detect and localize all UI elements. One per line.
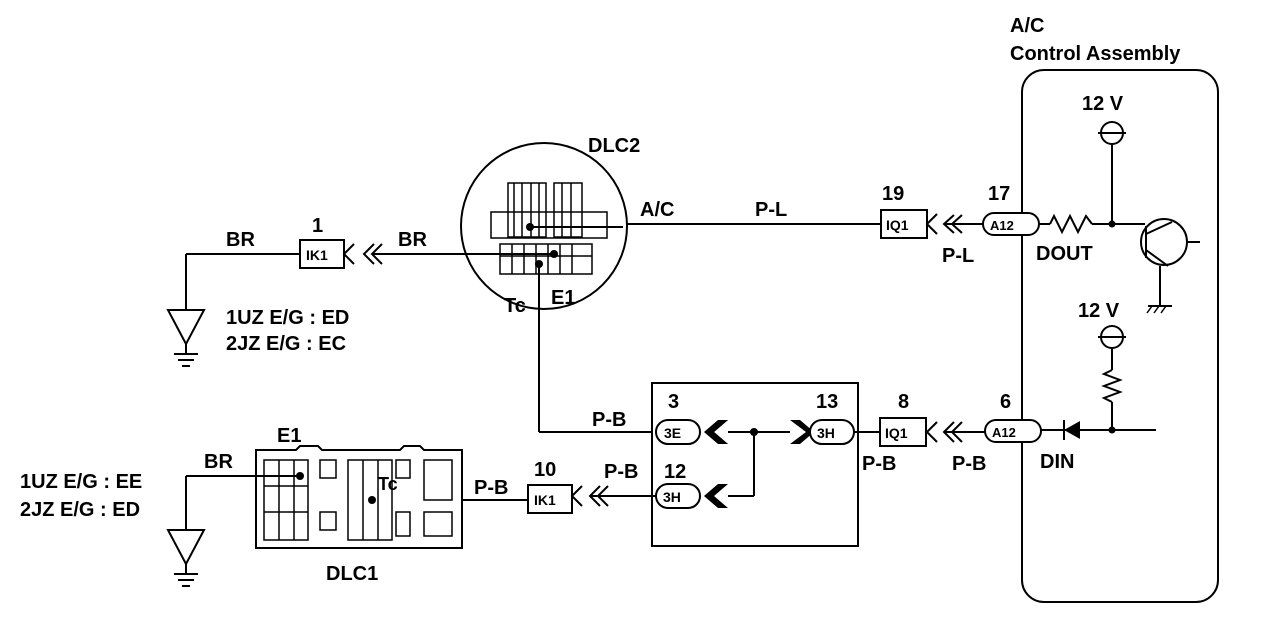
ground-bottom-line2: 2JZ E/G : ED (20, 499, 140, 521)
a12-top-pin: 17 (988, 183, 1010, 205)
assembly-title-2: Control Assembly (1010, 43, 1181, 65)
dlc1-e1-pin: E1 (277, 425, 301, 447)
connector-iq1-top: 19 IQ1 (880, 183, 928, 239)
a12-bottom-pin: 6 (1000, 391, 1011, 413)
connector-a12-top: 17 A12 (982, 183, 1040, 236)
wire-br-label-3: BR (204, 451, 233, 473)
assembly-title-1: A/C (1010, 15, 1044, 37)
ground-bottom-line1: 1UZ E/G : EE (20, 471, 142, 493)
dlc2-name: DLC2 (588, 135, 640, 157)
junction-pin-3: 3 (668, 391, 679, 413)
wire-pb-label-3: P-B (952, 453, 986, 475)
dlc2-pin-grid (490, 182, 608, 275)
dlc1-tc-pin: Tc (378, 474, 398, 494)
ground-top-line1: 1UZ E/G : ED (226, 307, 349, 329)
iq1-bottom-code: IQ1 (885, 425, 908, 441)
a12-top-code: A12 (990, 218, 1014, 233)
iq1-top-pin: 19 (882, 183, 904, 205)
ground-top-symbol (166, 254, 206, 367)
supply-bottom-symbol (1098, 325, 1126, 434)
iq1-bottom-pin: 8 (898, 391, 909, 413)
dlc1-pin-grid (263, 459, 453, 541)
wire-pb-label-1: P-B (592, 409, 626, 431)
supply-top-label: 12 V (1082, 93, 1124, 115)
wire-pb-label-5: P-B (474, 477, 508, 499)
connector-a12-bottom: 6 A12 (984, 391, 1042, 443)
wire-pb-label-2: P-B (862, 453, 896, 475)
dlc1-connector-body (255, 445, 463, 549)
wire-pl-label-right: P-L (942, 245, 974, 267)
junction-code-12: 3H (663, 489, 681, 505)
junction-code-13: 3H (817, 425, 835, 441)
connector-ik1-bottom: 10 IK1 (527, 459, 573, 514)
transistor-symbol (1140, 218, 1200, 314)
wire-pl-label-left: P-L (755, 199, 787, 221)
a12-bottom-code: A12 (992, 425, 1016, 440)
ground-top-line2: 2JZ E/G : EC (226, 333, 346, 355)
ground-bottom-symbol (166, 476, 206, 587)
junction-pin-12: 12 (664, 461, 686, 483)
ik1-bottom-code: IK1 (534, 492, 556, 508)
ik1-top-pin: 1 (312, 215, 323, 237)
dlc2-tc-pin: Tc (504, 295, 526, 317)
ik1-bottom-pin: 10 (534, 459, 556, 481)
din-label: DIN (1040, 451, 1074, 473)
iq1-top-code: IQ1 (886, 217, 909, 233)
dlc2-e1-pin: E1 (551, 287, 575, 309)
connector-ik1-top: 1 IK1 (299, 215, 345, 269)
junction-pin-13: 13 (816, 391, 838, 413)
dlc2-ac-pin: A/C (640, 199, 674, 221)
ik1-top-code: IK1 (306, 247, 328, 263)
junction-code-3: 3E (664, 425, 681, 441)
supply-bottom-label: 12 V (1078, 300, 1120, 322)
wire-br-label-1: BR (398, 229, 427, 251)
dlc1-name: DLC1 (326, 563, 378, 585)
wire-br-label-2: BR (226, 229, 255, 251)
supply-top-symbol (1098, 121, 1126, 224)
wire-pb-label-4: P-B (604, 461, 638, 483)
dout-label: DOUT (1036, 243, 1093, 265)
connector-iq1-bottom: 8 IQ1 (879, 391, 927, 447)
din-diode (1038, 420, 1156, 440)
